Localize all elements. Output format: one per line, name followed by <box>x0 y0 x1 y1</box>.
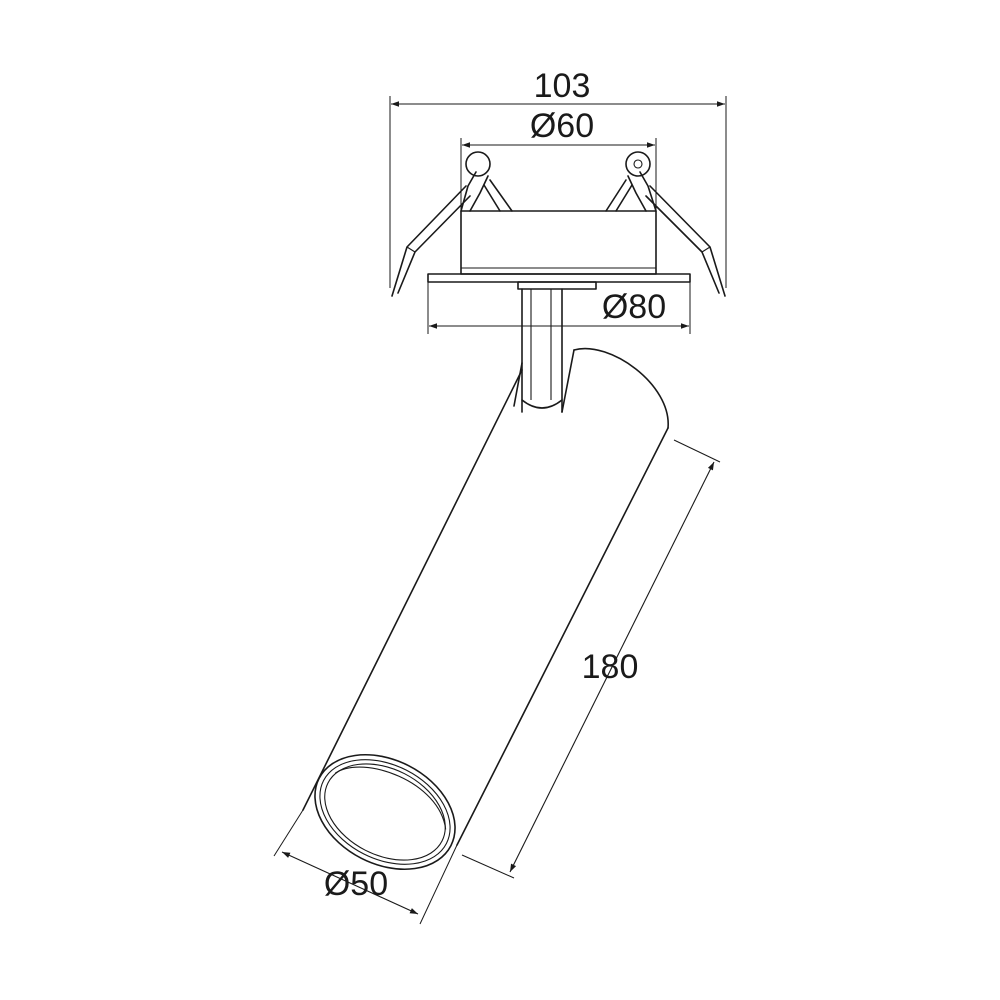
overall-width-label: 103 <box>534 67 591 105</box>
dimension-tube-diameter: Ø50 <box>273 809 458 925</box>
dimension-tube-length: 180 <box>461 439 721 879</box>
flange-plate <box>427 273 691 283</box>
flange-diameter-label: Ø80 <box>602 288 666 326</box>
stem-collar <box>517 281 597 290</box>
tube-front-opening <box>314 753 456 871</box>
tube-right-edge <box>456 427 669 846</box>
tube-diameter-label: Ø50 <box>324 865 388 903</box>
right-spring-clip <box>605 151 726 297</box>
stem <box>521 288 563 413</box>
tube-top-cap <box>573 347 669 429</box>
left-spring-clip <box>391 151 513 297</box>
tube-length-label: 180 <box>582 648 639 686</box>
left-clip-pivot-icon <box>465 151 491 177</box>
mounting-ring <box>391 151 726 297</box>
dimension-cutout-diameter: Ø60 <box>460 107 657 211</box>
dimension-overall-width: 103 <box>389 67 727 288</box>
right-clip-pivot-icon <box>625 151 651 177</box>
dimension-flange-diameter: Ø80 <box>427 282 691 334</box>
cutout-diameter-label: Ø60 <box>530 107 594 145</box>
ring-body <box>460 210 657 275</box>
tube-left-edge <box>302 369 523 811</box>
spotlight-tube <box>302 347 669 871</box>
